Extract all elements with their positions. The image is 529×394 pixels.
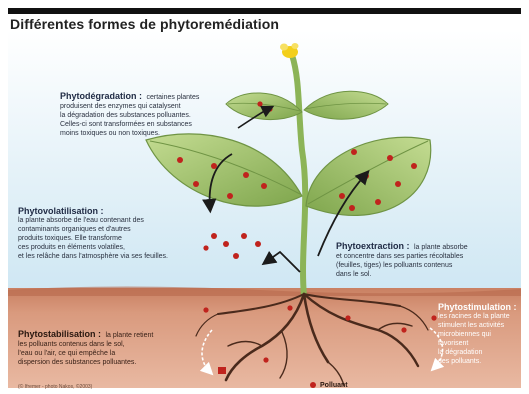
phytodegradation-line-1: produisent des enzymes qui catalysent <box>60 102 199 111</box>
phytovolatilisation-heading: Phytovolatilisation : <box>18 206 168 216</box>
phytovolatilisation-line-2: produits toxiques. Elle transforme <box>18 234 168 243</box>
phytostimulation-heading: Phytostimulation : <box>438 302 517 312</box>
phytovolatilisation-line-3: ces produits en éléments volatiles, <box>18 243 168 252</box>
phytostimulation-line-5: des polluants. <box>438 357 517 366</box>
legend-pollutant-label: Polluant <box>320 382 348 389</box>
phytoextraction-line-2: (feuilles, tiges) les polluants contenus <box>336 261 468 270</box>
phytostimulation-line-1: stimulent les activités <box>438 321 517 330</box>
phytoextraction-line-0: la plante absorbe <box>414 244 468 251</box>
phytostimulation-line-2: microbiennes qui <box>438 330 517 339</box>
phytostabilisation-line-2: l'eau ou l'air, ce qui empêche la <box>18 349 153 358</box>
phytostimulation-line-0: les racines de la plante <box>438 312 517 321</box>
phytoextraction-line-1: et concentre dans ses parties récoltable… <box>336 252 468 261</box>
phytovolatilisation-text: Phytovolatilisation : la plante absorbe … <box>18 206 168 261</box>
phytovolatilisation-line-0: la plante absorbe de l'eau contenant des <box>18 216 168 225</box>
figure-title: Différentes formes de phytoremédiation <box>10 16 279 32</box>
phytostimulation-text: Phytostimulation : les racines de la pla… <box>438 302 517 366</box>
legend-pollutant-dot <box>310 382 316 388</box>
stabilised-pollutant-square <box>218 367 226 374</box>
image-credit: (© Ifremer - photo Nakos, ©2003) <box>18 384 92 390</box>
phytostabilisation-line-1: les polluants contenus dans le sol, <box>18 340 153 349</box>
phytoextraction-text: Phytoextraction : la plante absorbe et c… <box>336 240 468 279</box>
phytodegradation-text: Phytodégradation : certaines plantes pro… <box>60 90 199 138</box>
phytoextraction-line-3: dans le sol. <box>336 270 468 279</box>
phytodegradation-heading: Phytodégradation : <box>60 91 142 101</box>
title-rule <box>8 8 521 14</box>
phytovolatilisation-line-1: contaminants organiques et d'autres <box>18 225 168 234</box>
phytostabilisation-line-3: dispersion des substances polluantes. <box>18 358 153 367</box>
phytodegradation-line-3: Celles-ci sont transformées en substance… <box>60 120 199 129</box>
phytostimulation-line-3: favorisent <box>438 339 517 348</box>
phytostabilisation-line-0: la plante retient <box>105 332 153 339</box>
phytoextraction-heading: Phytoextraction : <box>336 241 410 251</box>
phytostimulation-line-4: la dégradation <box>438 348 517 357</box>
phytovolatilisation-line-4: et les relâche dans l'atmosphère via ses… <box>18 252 168 261</box>
phytostabilisation-text: Phytostabilisation : la plante retient l… <box>18 328 153 367</box>
phytodegradation-line-0: certaines plantes <box>146 94 199 101</box>
phytodegradation-line-2: la dégradation des substances polluantes… <box>60 111 199 120</box>
phytostabilisation-heading: Phytostabilisation : <box>18 329 101 339</box>
phytodegradation-line-4: moins toxiques ou non toxiques. <box>60 129 199 138</box>
